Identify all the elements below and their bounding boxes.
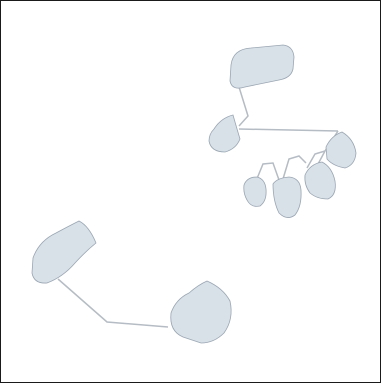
- upper-wire-crossbar: [239, 129, 338, 131]
- lower-digit-3: [305, 162, 336, 199]
- lower-left-hand-figure: [32, 221, 231, 343]
- lower-digit-2: [273, 177, 301, 218]
- right-finger: [326, 132, 356, 168]
- upper-wire-top-to-left-finger: [239, 87, 248, 126]
- left-block: [32, 221, 96, 283]
- left-finger: [209, 115, 240, 152]
- lower-digit-1: [244, 177, 266, 206]
- top-block: [230, 45, 294, 88]
- lower-wire-connector: [58, 279, 168, 327]
- right-block: [171, 281, 231, 343]
- upper-right-hand-figure: [209, 45, 356, 218]
